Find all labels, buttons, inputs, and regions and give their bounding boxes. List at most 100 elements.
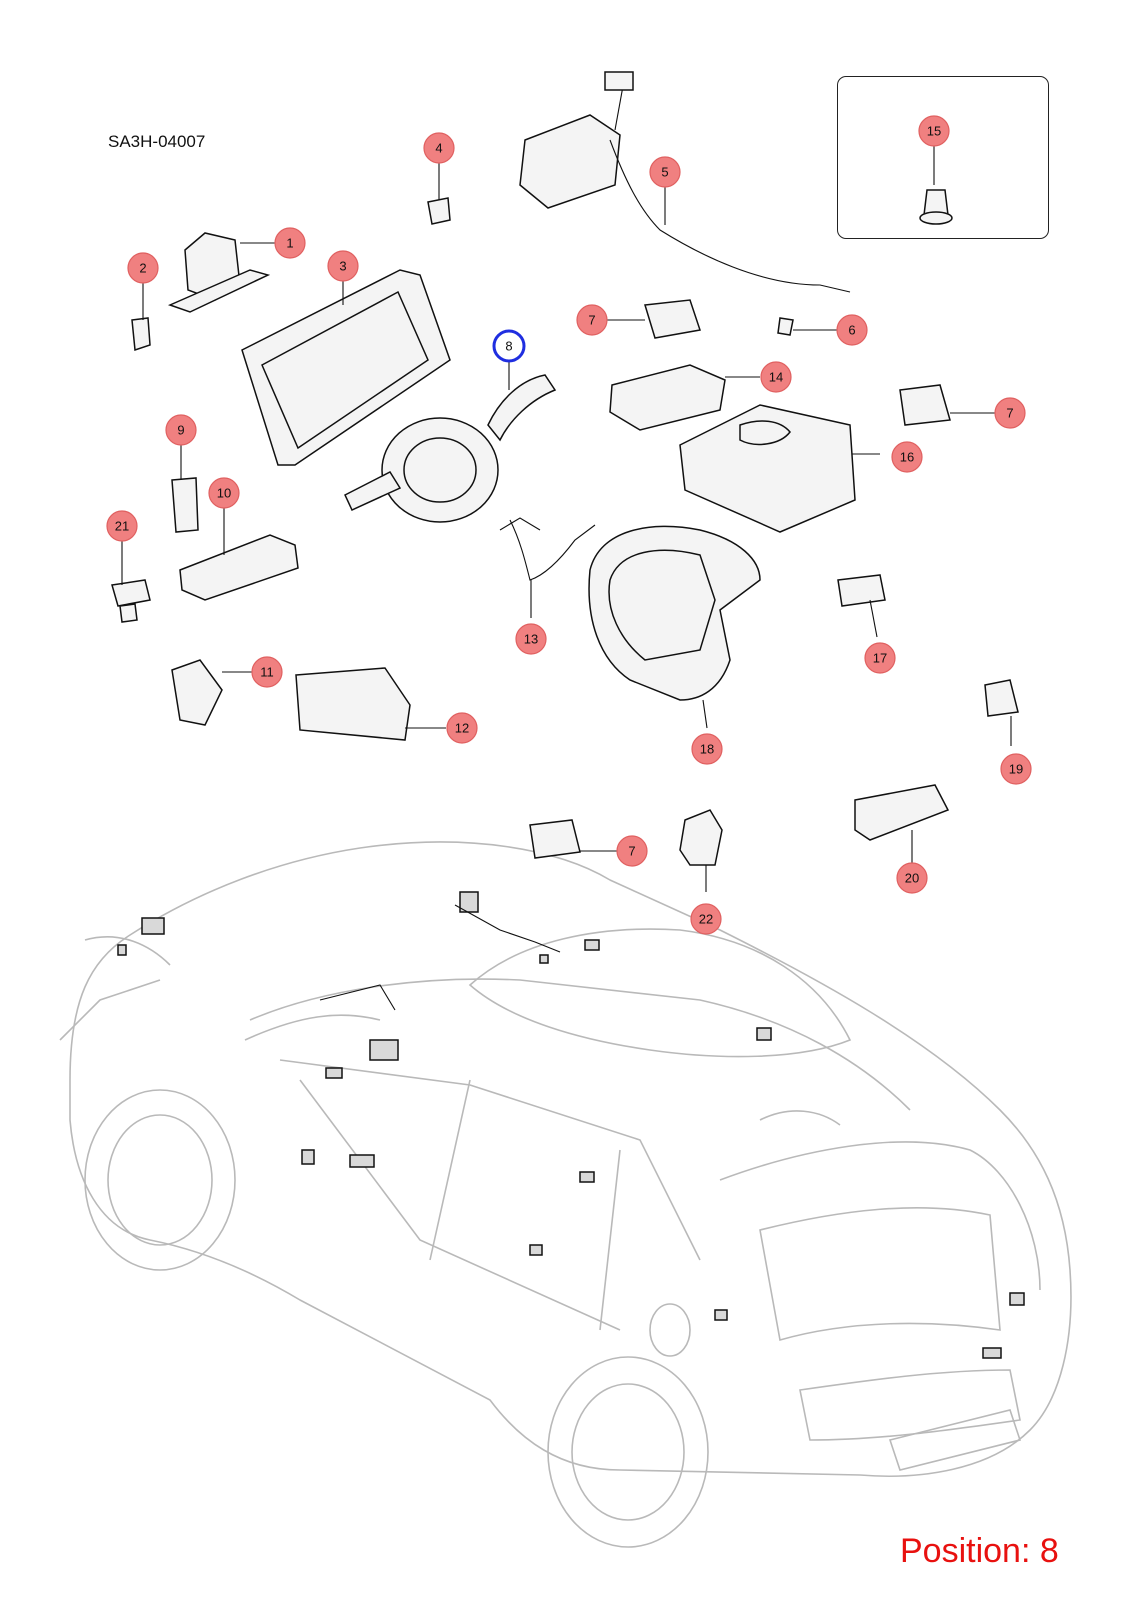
- callout-circle: [106, 510, 138, 542]
- callout-circle: [896, 862, 928, 894]
- callout-c17[interactable]: 17: [864, 642, 896, 674]
- part-22-sensor: [679, 809, 723, 866]
- inset-box: [837, 76, 1049, 239]
- callout-label: 7: [628, 844, 635, 859]
- callout-c3[interactable]: 3: [327, 250, 359, 282]
- callout-label: 11: [260, 665, 274, 680]
- callout-circle: [616, 835, 648, 867]
- callout-label: 5: [661, 165, 668, 180]
- callout-label: 22: [699, 912, 713, 927]
- callout-c16[interactable]: 16: [891, 441, 923, 473]
- part-17-switch: [837, 574, 886, 607]
- callout-label: 16: [900, 450, 914, 465]
- callout-label: 1: [286, 236, 293, 251]
- callout-label: 15: [927, 124, 941, 139]
- callout-circle: [327, 250, 359, 282]
- part-8-combination-switch: [344, 374, 557, 523]
- callout-label: 2: [139, 261, 146, 276]
- callout-label: 7: [588, 313, 595, 328]
- part-21-sensor: [111, 579, 151, 623]
- callout-label: 3: [339, 259, 346, 274]
- part-2-sensor: [131, 317, 151, 352]
- callout-circle: [165, 414, 197, 446]
- callout-circle: [251, 656, 283, 688]
- callout-label: 9: [177, 423, 184, 438]
- callout-c15[interactable]: 15: [918, 115, 950, 147]
- diagram-code: SA3H-04007: [108, 132, 206, 151]
- part-7-switch-a: [644, 299, 701, 339]
- callout-c5[interactable]: 5: [649, 156, 681, 188]
- callout-c20[interactable]: 20: [896, 862, 928, 894]
- part-10-switch-panel: [179, 534, 299, 601]
- callout-c12[interactable]: 12: [446, 712, 478, 744]
- callout-label: 4: [435, 141, 442, 156]
- callout-circle: [690, 903, 722, 935]
- leader-lines: [121, 146, 1012, 892]
- callout-c7a[interactable]: 7: [576, 304, 608, 336]
- part-15-clip: [919, 189, 953, 225]
- callout-c1[interactable]: 1: [274, 227, 306, 259]
- part-9-socket: [171, 477, 199, 533]
- part-1-module: [167, 232, 271, 313]
- callout-circle: [446, 712, 478, 744]
- vehicle-outline: [59, 841, 1072, 1548]
- part-7-switch-b: [899, 384, 951, 426]
- callout-c10[interactable]: 10: [208, 477, 240, 509]
- part-3-cluster-frame: [241, 269, 451, 466]
- callout-circle: [760, 361, 792, 393]
- callout-label: 6: [848, 323, 855, 338]
- part-11-switch: [171, 659, 223, 726]
- callout-circle: [918, 115, 950, 147]
- callout-circle: [492, 329, 526, 363]
- callout-circle: [864, 642, 896, 674]
- part-14-module: [609, 364, 726, 431]
- part-7-switch-c: [529, 819, 581, 859]
- part-20-switch: [854, 784, 950, 841]
- callout-c19[interactable]: 19: [1000, 753, 1032, 785]
- part-6-clip: [777, 317, 794, 336]
- callout-circle: [576, 304, 608, 336]
- position-label: Position: 8: [900, 1532, 1059, 1570]
- callout-label: 19: [1009, 762, 1023, 777]
- callout-c22[interactable]: 22: [690, 903, 722, 935]
- part-18-steering-wheel: [588, 525, 761, 701]
- callout-label: 7: [1006, 406, 1013, 421]
- callout-circle: [423, 132, 455, 164]
- callout-c18[interactable]: 18: [691, 733, 723, 765]
- callout-label: 13: [524, 632, 538, 647]
- part-5-harness: [519, 71, 851, 293]
- callout-circle: [515, 623, 547, 655]
- callout-label: 20: [905, 871, 919, 886]
- part-4-clip: [427, 197, 451, 225]
- part-19-switch: [984, 679, 1019, 717]
- callout-c14[interactable]: 14: [760, 361, 792, 393]
- callout-c13[interactable]: 13: [515, 623, 547, 655]
- callout-c6[interactable]: 6: [836, 314, 868, 346]
- callout-circle: [649, 156, 681, 188]
- callout-circle: [836, 314, 868, 346]
- callout-c4[interactable]: 4: [423, 132, 455, 164]
- callout-c7b[interactable]: 7: [994, 397, 1026, 429]
- callout-circle: [127, 252, 159, 284]
- callout-c2[interactable]: 2: [127, 252, 159, 284]
- callout-c11[interactable]: 11: [251, 656, 283, 688]
- callout-circle: [208, 477, 240, 509]
- callout-c21[interactable]: 21: [106, 510, 138, 542]
- callout-c8[interactable]: 8: [492, 329, 526, 363]
- callout-label: 18: [700, 742, 714, 757]
- callout-label: 21: [115, 519, 129, 534]
- callout-circle: [274, 227, 306, 259]
- part-16-console-module: [679, 404, 856, 533]
- callout-label: 12: [455, 721, 469, 736]
- callout-circle: [1000, 753, 1032, 785]
- callout-circle: [891, 441, 923, 473]
- part-13-harness: [499, 517, 596, 581]
- callout-c7c[interactable]: 7: [616, 835, 648, 867]
- callout-c9[interactable]: 9: [165, 414, 197, 446]
- vehicle-part-marks: [117, 891, 1025, 1359]
- callout-label: 14: [769, 370, 783, 385]
- callout-label: 8: [505, 339, 512, 354]
